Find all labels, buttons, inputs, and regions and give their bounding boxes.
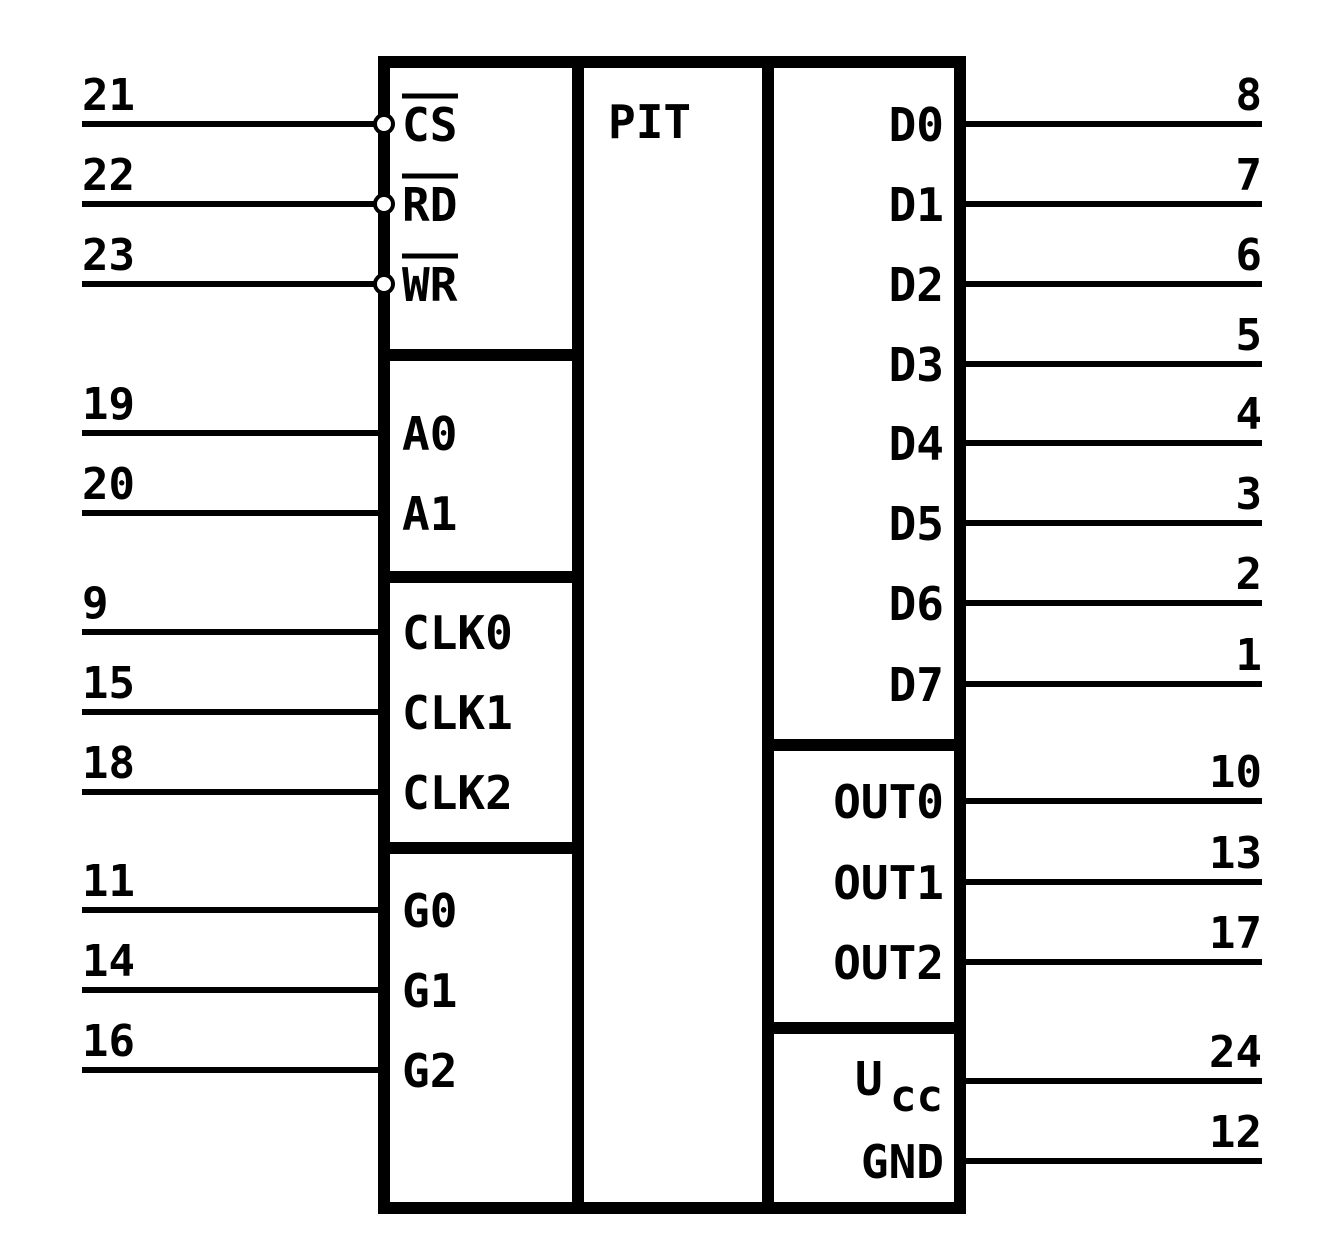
inversion-bubble-icon: [373, 273, 395, 295]
pin-number: 9: [82, 578, 109, 629]
pin-number: 8: [1236, 70, 1263, 121]
pin-number: 21: [82, 70, 135, 121]
pin-name: OUT0: [833, 775, 944, 829]
pin-name: D3: [889, 338, 944, 392]
pin-number: 15: [82, 658, 135, 709]
pin-name: D5: [889, 497, 944, 551]
pin-name: G0: [402, 884, 457, 938]
pin-number: 1: [1236, 630, 1263, 681]
chip-body: [378, 56, 966, 1214]
pin-number: 6: [1236, 230, 1263, 281]
left-pins: 21CS22RD23WR19A020A19CLK015CLK118CLK211G…: [82, 70, 513, 1098]
pin-name: D6: [889, 577, 944, 631]
right-pins: 8D07D16D25D34D43D52D61D710OUT013OUT117OU…: [833, 70, 1262, 1189]
right-pin-7: 7D1: [889, 150, 1262, 232]
right-pin-4: 4D4: [889, 389, 1262, 471]
pin-number: 3: [1236, 469, 1263, 520]
pin-name: D4: [889, 417, 944, 471]
pin-number: 5: [1236, 310, 1263, 361]
right-pin-8: 8D0: [889, 70, 1262, 152]
inversion-bubble-icon: [373, 193, 395, 215]
right-pin-6: 6D2: [889, 230, 1262, 312]
pin-number: 22: [82, 150, 135, 201]
pin-number: 14: [82, 936, 135, 987]
pin-number: 10: [1209, 747, 1262, 798]
pin-name-subscript: cc: [890, 1071, 943, 1122]
inversion-bubble-icon: [373, 113, 395, 135]
right-pin-5: 5D3: [889, 310, 1262, 392]
pin-name: CLK2: [402, 766, 513, 820]
pin-name: CLK0: [402, 606, 513, 660]
pin-name: D0: [889, 98, 944, 152]
pin-number: 16: [82, 1016, 135, 1067]
pin-name: RD: [402, 178, 457, 232]
pin-name: OUT1: [833, 856, 944, 910]
pin-number: 24: [1209, 1027, 1262, 1078]
pin-name: A1: [402, 487, 457, 541]
pin-name: G1: [402, 964, 457, 1018]
pin-name: D2: [889, 258, 944, 312]
pin-number: 23: [82, 230, 135, 281]
pin-name: G2: [402, 1044, 457, 1098]
pin-number: 4: [1236, 389, 1263, 440]
pin-name: OUT2: [833, 936, 944, 990]
pin-name: CLK1: [402, 686, 513, 740]
pin-number: 20: [82, 459, 135, 510]
pin-name: D1: [889, 178, 944, 232]
pin-name: A0: [402, 407, 457, 461]
right-pin-1: 1D7: [889, 630, 1262, 712]
pin-number: 19: [82, 379, 135, 430]
pin-number: 17: [1209, 908, 1262, 959]
pin-name: GND: [861, 1135, 944, 1189]
pin-number: 7: [1236, 150, 1263, 201]
pin-name: D7: [889, 658, 944, 712]
pin-name: WR: [402, 258, 458, 312]
right-pin-2: 2D6: [889, 549, 1262, 631]
pin-number: 18: [82, 738, 135, 789]
right-pin-3: 3D5: [889, 469, 1262, 551]
pin-number: 11: [82, 856, 135, 907]
chip-title: PIT: [608, 95, 691, 149]
pin-number: 12: [1209, 1107, 1262, 1158]
pin-number: 13: [1209, 828, 1262, 879]
pin-name: CS: [402, 98, 457, 152]
pin-name: U: [855, 1052, 883, 1106]
pin-number: 2: [1236, 549, 1263, 600]
